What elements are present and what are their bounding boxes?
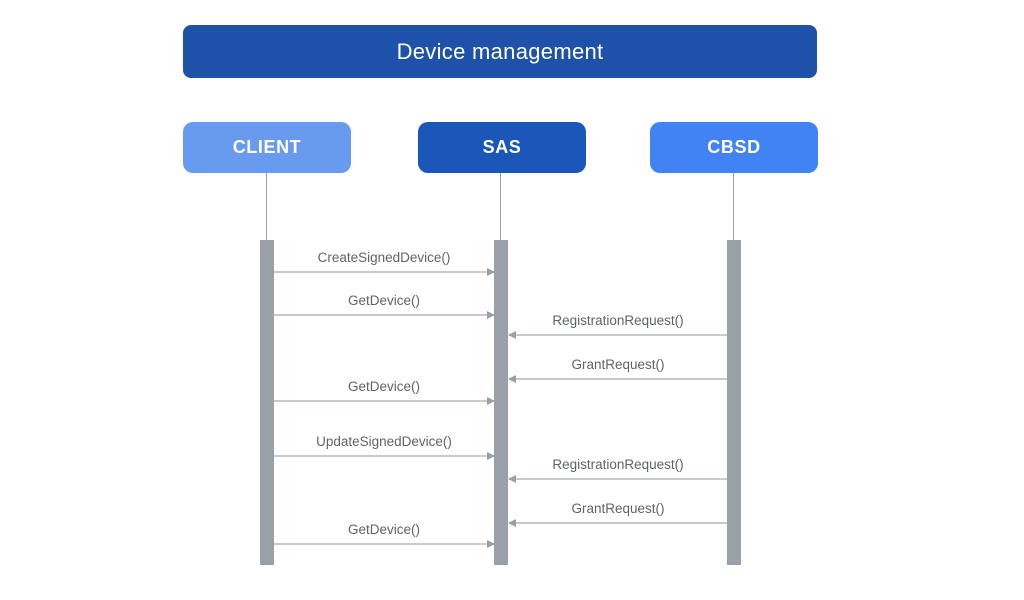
lifeline-sas	[500, 173, 501, 240]
activation-bar-cbsd	[727, 240, 741, 565]
message-label: RegistrationRequest()	[552, 313, 684, 328]
arrow-left-icon	[508, 519, 727, 527]
arrow-right-icon	[274, 397, 495, 405]
actor-cbsd: CBSD	[650, 122, 818, 173]
diagram-title: Device management	[183, 25, 817, 78]
message-grant-request-1: GrantRequest()	[508, 357, 727, 383]
arrow-right-icon	[274, 452, 495, 460]
message-label: GetDevice()	[347, 522, 420, 537]
arrow-left-icon	[508, 375, 727, 383]
message-get-device-3: GetDevice()	[274, 522, 495, 548]
arrow-right-icon	[274, 540, 495, 548]
message-grant-request-2: GrantRequest()	[508, 501, 727, 527]
message-create-signed-device: CreateSignedDevice()	[274, 250, 495, 276]
lifeline-client	[266, 173, 267, 240]
message-label: GrantRequest()	[571, 357, 665, 372]
message-label: UpdateSignedDevice()	[316, 434, 452, 449]
actor-sas: SAS	[418, 122, 586, 173]
message-get-device-1: GetDevice()	[274, 293, 495, 319]
message-label: GetDevice()	[347, 379, 420, 394]
arrow-right-icon	[274, 311, 495, 319]
message-label: GetDevice()	[347, 293, 420, 308]
message-get-device-2: GetDevice()	[274, 379, 495, 405]
message-label: RegistrationRequest()	[552, 457, 684, 472]
message-update-signed-device: UpdateSignedDevice()	[274, 434, 495, 460]
message-label: CreateSignedDevice()	[317, 250, 451, 265]
arrow-left-icon	[508, 331, 727, 339]
lifeline-cbsd	[733, 173, 734, 240]
activation-bar-client	[260, 240, 274, 565]
actor-client: CLIENT	[183, 122, 351, 173]
message-label: GrantRequest()	[571, 501, 665, 516]
activation-bar-sas	[494, 240, 508, 565]
message-registration-request-2: RegistrationRequest()	[508, 457, 727, 483]
arrow-left-icon	[508, 475, 727, 483]
message-registration-request-1: RegistrationRequest()	[508, 313, 727, 339]
arrow-right-icon	[274, 268, 495, 276]
